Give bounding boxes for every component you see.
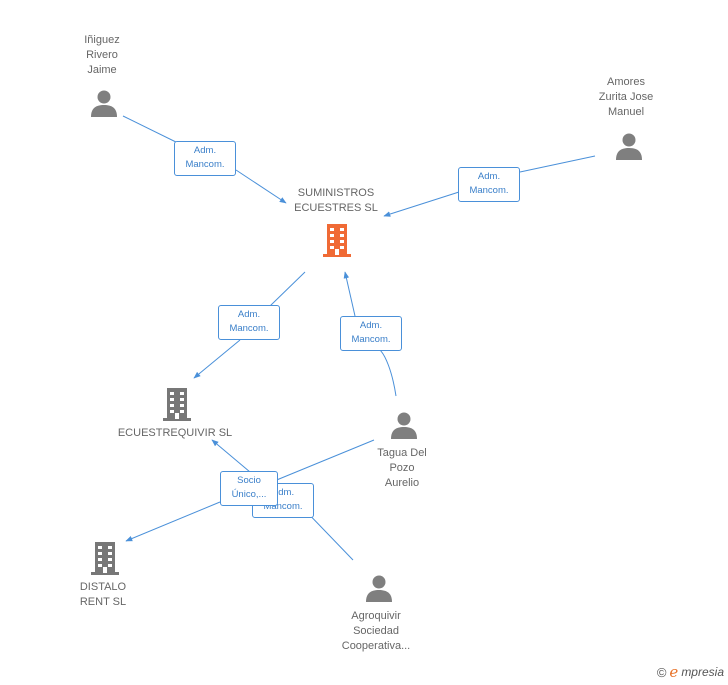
node-label-distalo: DISTALO RENT SL [79,581,127,608]
edge-suministros-ecuestrequivir [194,271,306,378]
person-icon[interactable] [614,131,644,161]
node-label-agroquivir: Agroquivir Sociedad Cooperativa... [341,610,411,652]
edge-label-adm-mancom[interactable]: Adm. Mancom. [218,305,280,340]
edge-tagua-distalo [126,439,375,541]
building-icon[interactable] [88,540,122,576]
node-label-amores: Amores Zurita Jose Manuel [598,76,654,118]
brand-name: mpresia [681,665,724,679]
building-icon[interactable] [320,222,354,258]
copyright-icon: © [656,664,667,680]
node-label-suministros: SUMINISTROS ECUESTRES SL [294,187,378,214]
person-icon[interactable] [389,410,419,440]
edge-label-adm-mancom[interactable]: Adm. Mancom. [340,316,402,351]
node-label-ecuestrequivir: ECUESTREQUIVIR SL [117,427,233,439]
building-icon[interactable] [160,386,194,422]
brand-initial: e [669,663,679,681]
node-label-tagua: Tagua Del Pozo Aurelio [377,447,427,489]
edge-iniguez-suministros [122,115,286,203]
edge-tagua-suministros [345,272,397,397]
edge-amores-suministros [384,155,596,216]
node-label-iniguez: Iñiguez Rivero Jaime [84,34,120,76]
edge-label-socio-unico[interactable]: Socio Único,... [220,471,278,506]
edge-label-adm-mancom[interactable]: Adm. Mancom. [458,167,520,202]
person-icon[interactable] [364,573,394,603]
person-icon[interactable] [89,88,119,118]
edge-label-adm-mancom[interactable]: Adm. Mancom. [174,141,236,176]
